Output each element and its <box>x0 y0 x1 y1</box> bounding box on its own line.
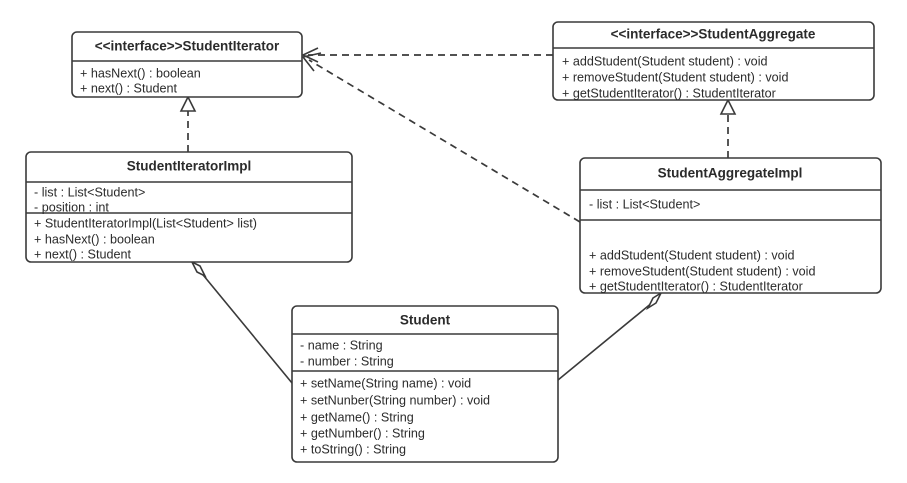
class-title-student-iterator-impl: StudentIteratorImpl <box>127 159 252 174</box>
class-box-student-iterator[interactable]: <<interface>>StudentIterator + hasNext()… <box>71 31 303 98</box>
class-operation: + toString() : String <box>300 442 406 456</box>
edge-aggregateimpl-depends-iterator <box>301 52 581 223</box>
edge-aggregateimpl-aggregates-student <box>557 290 663 381</box>
class-operation: + hasNext() : boolean <box>80 66 201 80</box>
class-box-outline <box>291 305 559 463</box>
class-operation: + getStudentIterator() : StudentIterator <box>562 86 776 100</box>
class-operation: + removeStudent(Student student) : void <box>562 70 788 84</box>
class-title-student-aggregate: <<interface>>StudentAggregate <box>611 27 816 42</box>
class-operation: + hasNext() : boolean <box>34 232 155 246</box>
class-box-student[interactable]: Student - name : String - number : Strin… <box>291 305 559 463</box>
class-title-student-iterator: <<interface>>StudentIterator <box>95 39 280 54</box>
class-operation: + next() : Student <box>80 81 177 95</box>
class-box-outline <box>579 157 882 294</box>
class-box-student-iterator-impl[interactable]: StudentIteratorImpl - list : List<Studen… <box>25 151 353 263</box>
class-operation: + setNunber(String number) : void <box>300 393 490 407</box>
class-operation: + addStudent(Student student) : void <box>562 54 768 68</box>
class-operation: + StudentIteratorImpl(List<Student> list… <box>34 216 257 230</box>
edge-iteratorimpl-aggregates-student <box>190 260 293 384</box>
class-title-student: Student <box>400 313 451 328</box>
edge-iteratorimpl-realizes-iterator <box>179 95 197 152</box>
class-box-outline <box>552 21 875 101</box>
class-operation: + next() : Student <box>34 247 131 261</box>
class-attribute: - name : String <box>300 338 383 352</box>
edge-aggregate-depends-iterator <box>301 47 553 63</box>
class-attribute: - list : List<Student> <box>34 185 145 199</box>
class-title-student-aggregate-impl: StudentAggregateImpl <box>658 166 803 181</box>
class-operation: + addStudent(Student student) : void <box>589 248 795 262</box>
class-box-student-aggregate-impl[interactable]: StudentAggregateImpl - list : List<Stude… <box>579 157 882 294</box>
class-box-student-aggregate[interactable]: <<interface>>StudentAggregate + addStude… <box>552 21 875 101</box>
edge-aggregateimpl-realizes-aggregate <box>719 98 737 158</box>
class-attribute: - list : List<Student> <box>589 197 700 211</box>
class-operation: + setName(String name) : void <box>300 376 471 390</box>
class-operation: + removeStudent(Student student) : void <box>589 264 815 278</box>
class-operation: + getName() : String <box>300 410 414 424</box>
class-attribute: - position : int <box>34 200 109 214</box>
class-box-outline <box>71 31 303 98</box>
class-box-outline <box>25 151 353 263</box>
class-attribute: - number : String <box>300 354 394 368</box>
class-operation: + getNumber() : String <box>300 426 425 440</box>
class-operation: + getStudentIterator() : StudentIterator <box>589 279 803 293</box>
